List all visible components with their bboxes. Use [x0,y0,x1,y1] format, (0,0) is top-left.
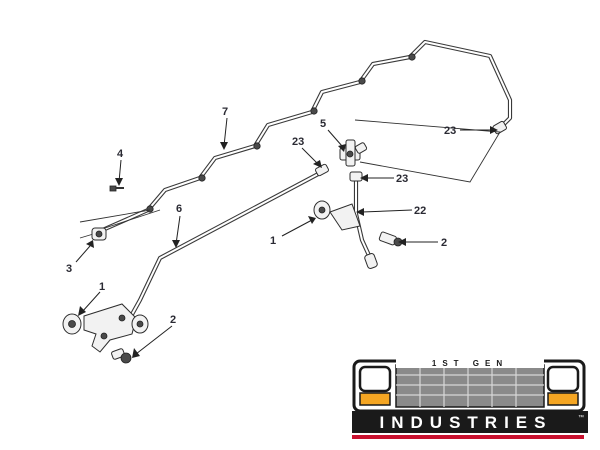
callout-3: 3 [66,263,72,275]
clamp-3 [91,227,107,241]
logo-subtitle: 1ST GEN [432,359,508,368]
callout-22: 22 [414,205,426,217]
bracket-lower-left [62,303,149,364]
leader-lines [75,117,498,358]
callout-2-right: 2 [441,237,447,249]
callout-23-middle: 23 [396,173,408,185]
callout-4: 4 [117,148,124,160]
callout-2-left: 2 [170,314,176,326]
callout-1-middle: 1 [270,235,276,247]
reference-lines [79,119,501,239]
tube-22 [313,171,403,269]
logo-name: INDUSTRIES [380,413,553,432]
callout-5: 5 [320,118,326,130]
logo-1st-gen-industries: 1ST GEN INDUSTRIES ™ [352,358,588,439]
callout-1-left: 1 [99,281,105,293]
bolt-4 [109,185,124,192]
callout-23-left: 23 [292,136,304,148]
tube-6 [127,163,329,321]
tee-fitting-5 [339,139,368,167]
left-amber-light [359,392,391,406]
right-amber-light [547,392,579,406]
tube-7 [95,39,513,235]
logo-trademark: ™ [578,414,584,421]
logo-accent-bar [352,435,584,439]
callout-7: 7 [222,106,228,118]
callout-23-right: 23 [444,125,456,137]
callout-6: 6 [176,203,182,215]
